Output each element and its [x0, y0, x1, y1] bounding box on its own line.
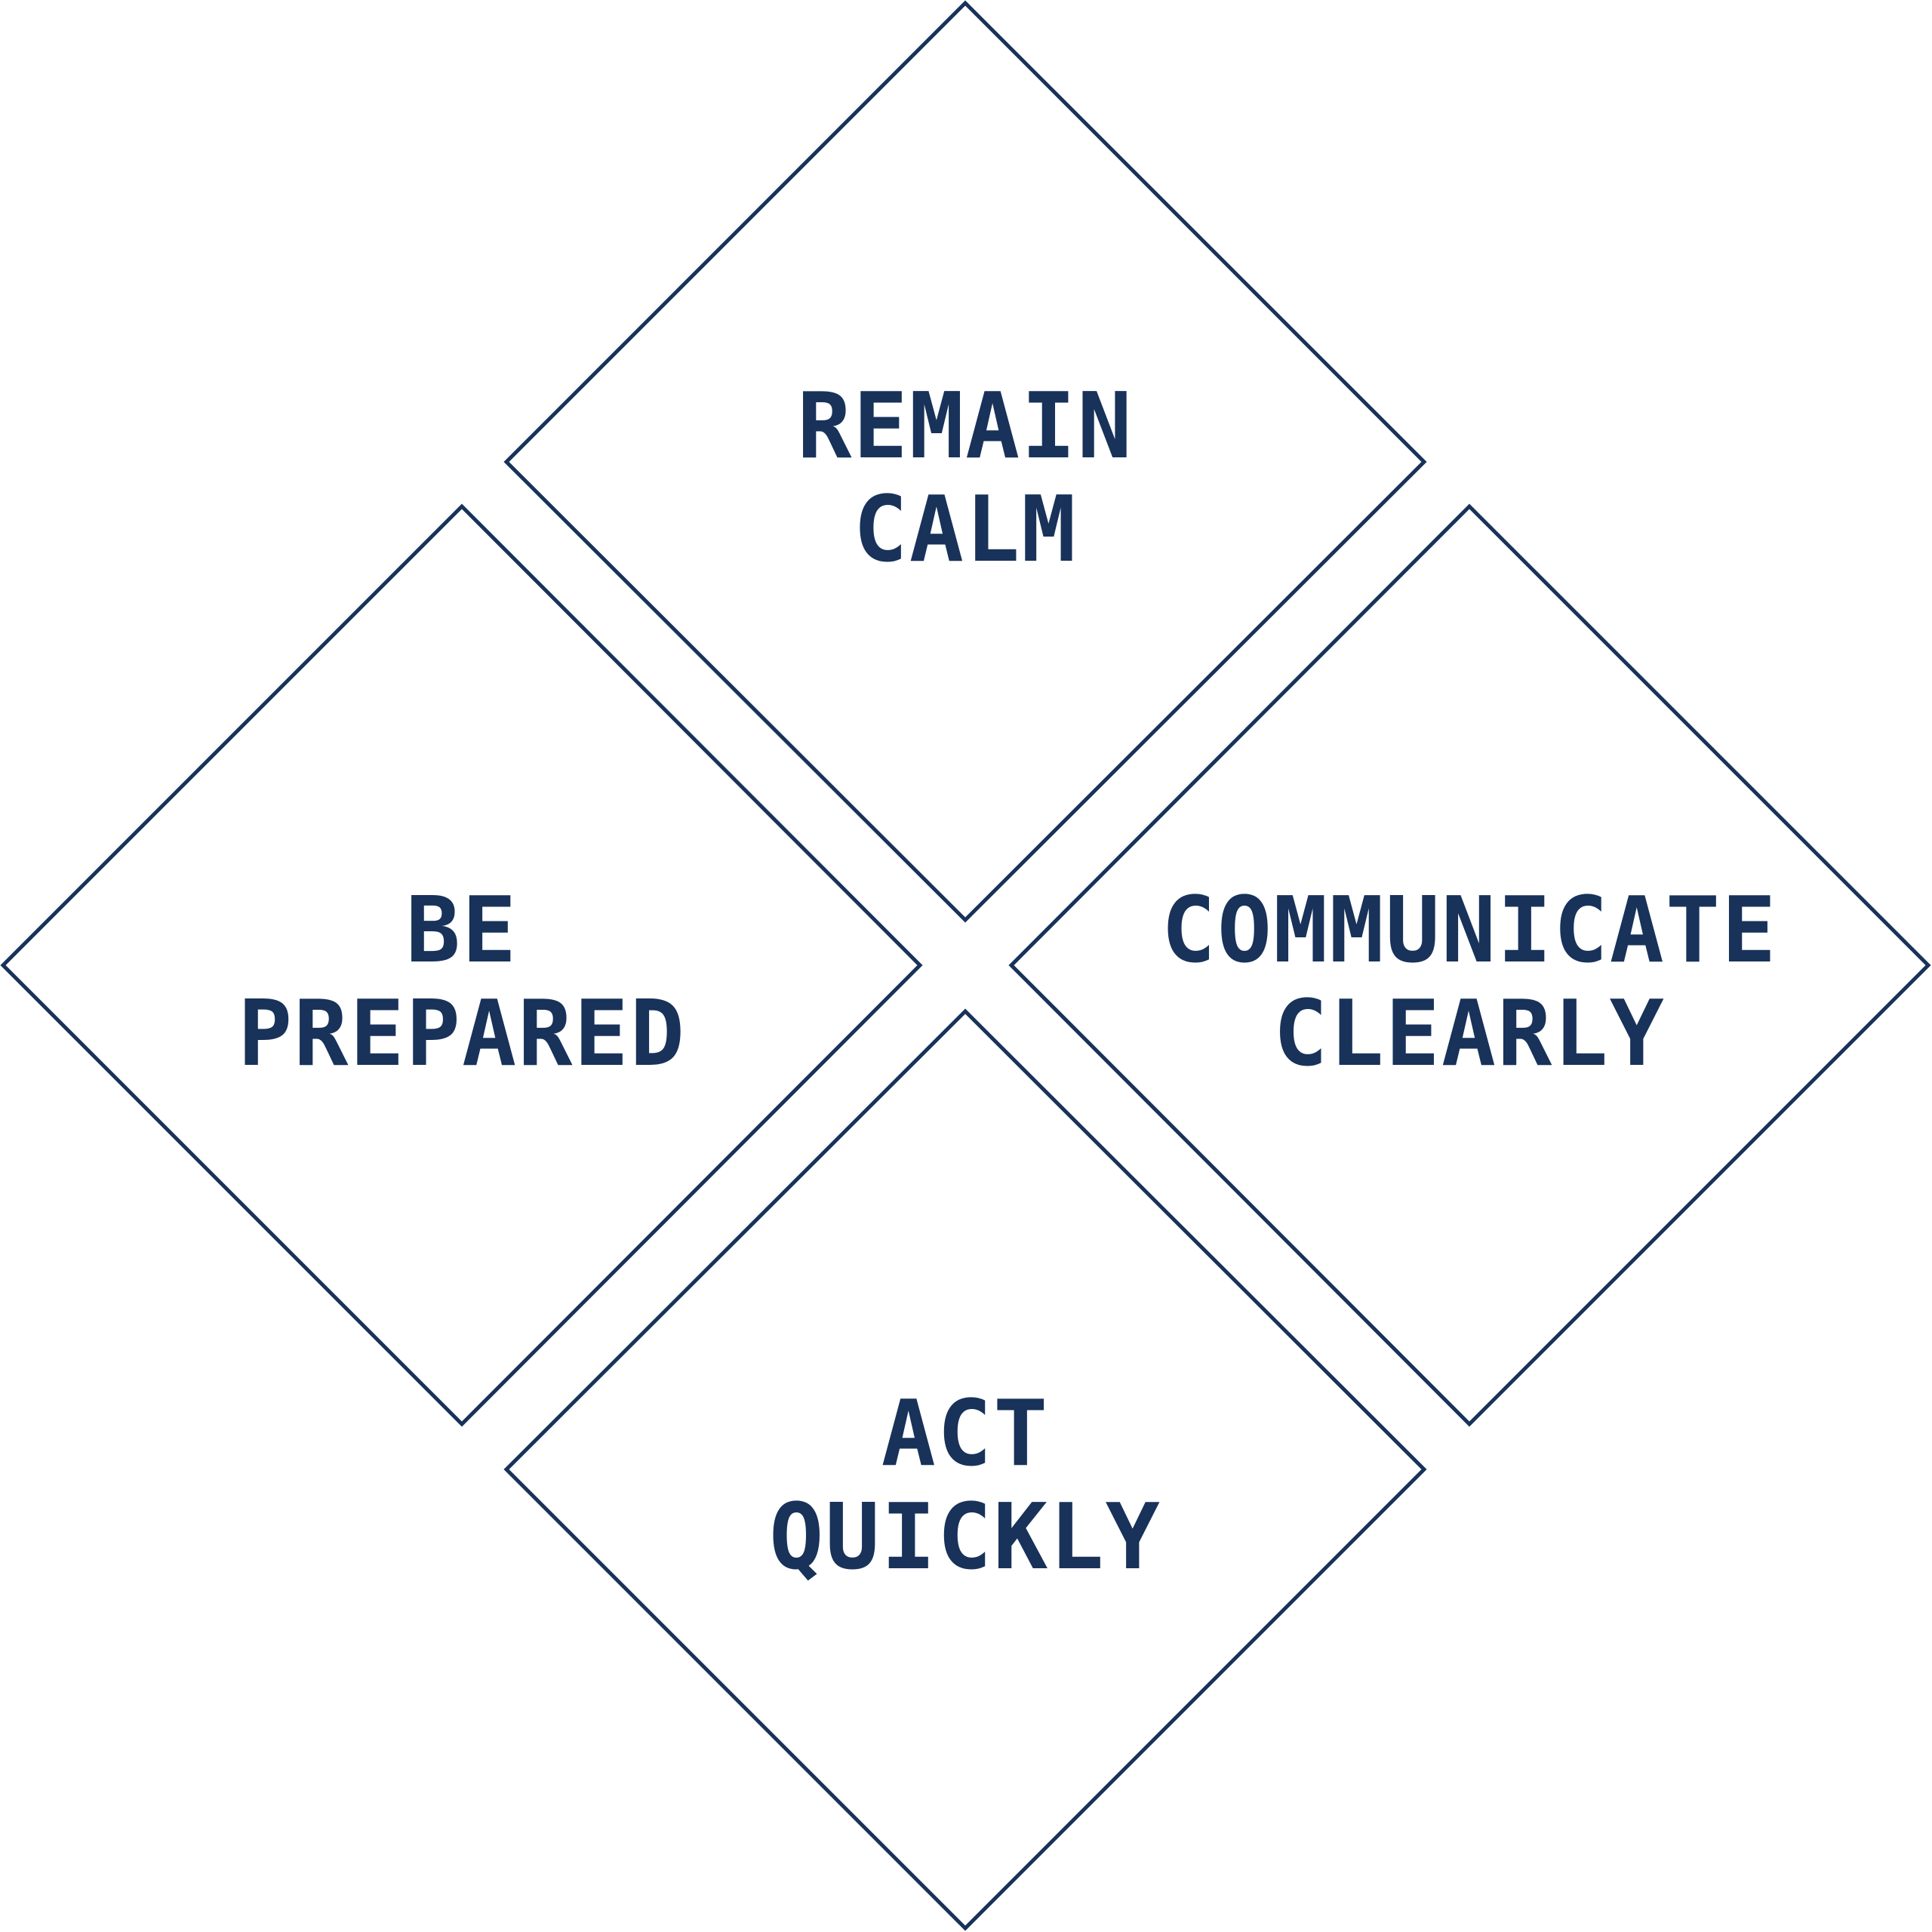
- diamond-top: [503, 0, 1427, 923]
- label-be-prepared: BE PREPARED: [85, 879, 839, 1086]
- label-act-quickly: ACT QUICKLY: [588, 1383, 1343, 1589]
- diamond-left: [0, 503, 923, 1427]
- label-remain-calm: REMAIN CALM: [588, 375, 1343, 582]
- label-line: CLEARLY: [1273, 982, 1666, 1087]
- diamond-bottom: [503, 1008, 1427, 1931]
- label-line: REMAIN: [797, 374, 1134, 479]
- label-line: CALM: [853, 478, 1078, 583]
- diamond-right: [1008, 503, 1931, 1427]
- label-line: PREPARED: [238, 982, 686, 1087]
- label-line: ACT: [881, 1382, 1050, 1487]
- label-communicate-clearly: COMMUNICATE CLEARLY: [1092, 879, 1847, 1086]
- label-line: BE: [405, 878, 518, 983]
- label-line: COMMUNICATE: [1161, 878, 1778, 983]
- label-line: QUICKLY: [769, 1485, 1161, 1590]
